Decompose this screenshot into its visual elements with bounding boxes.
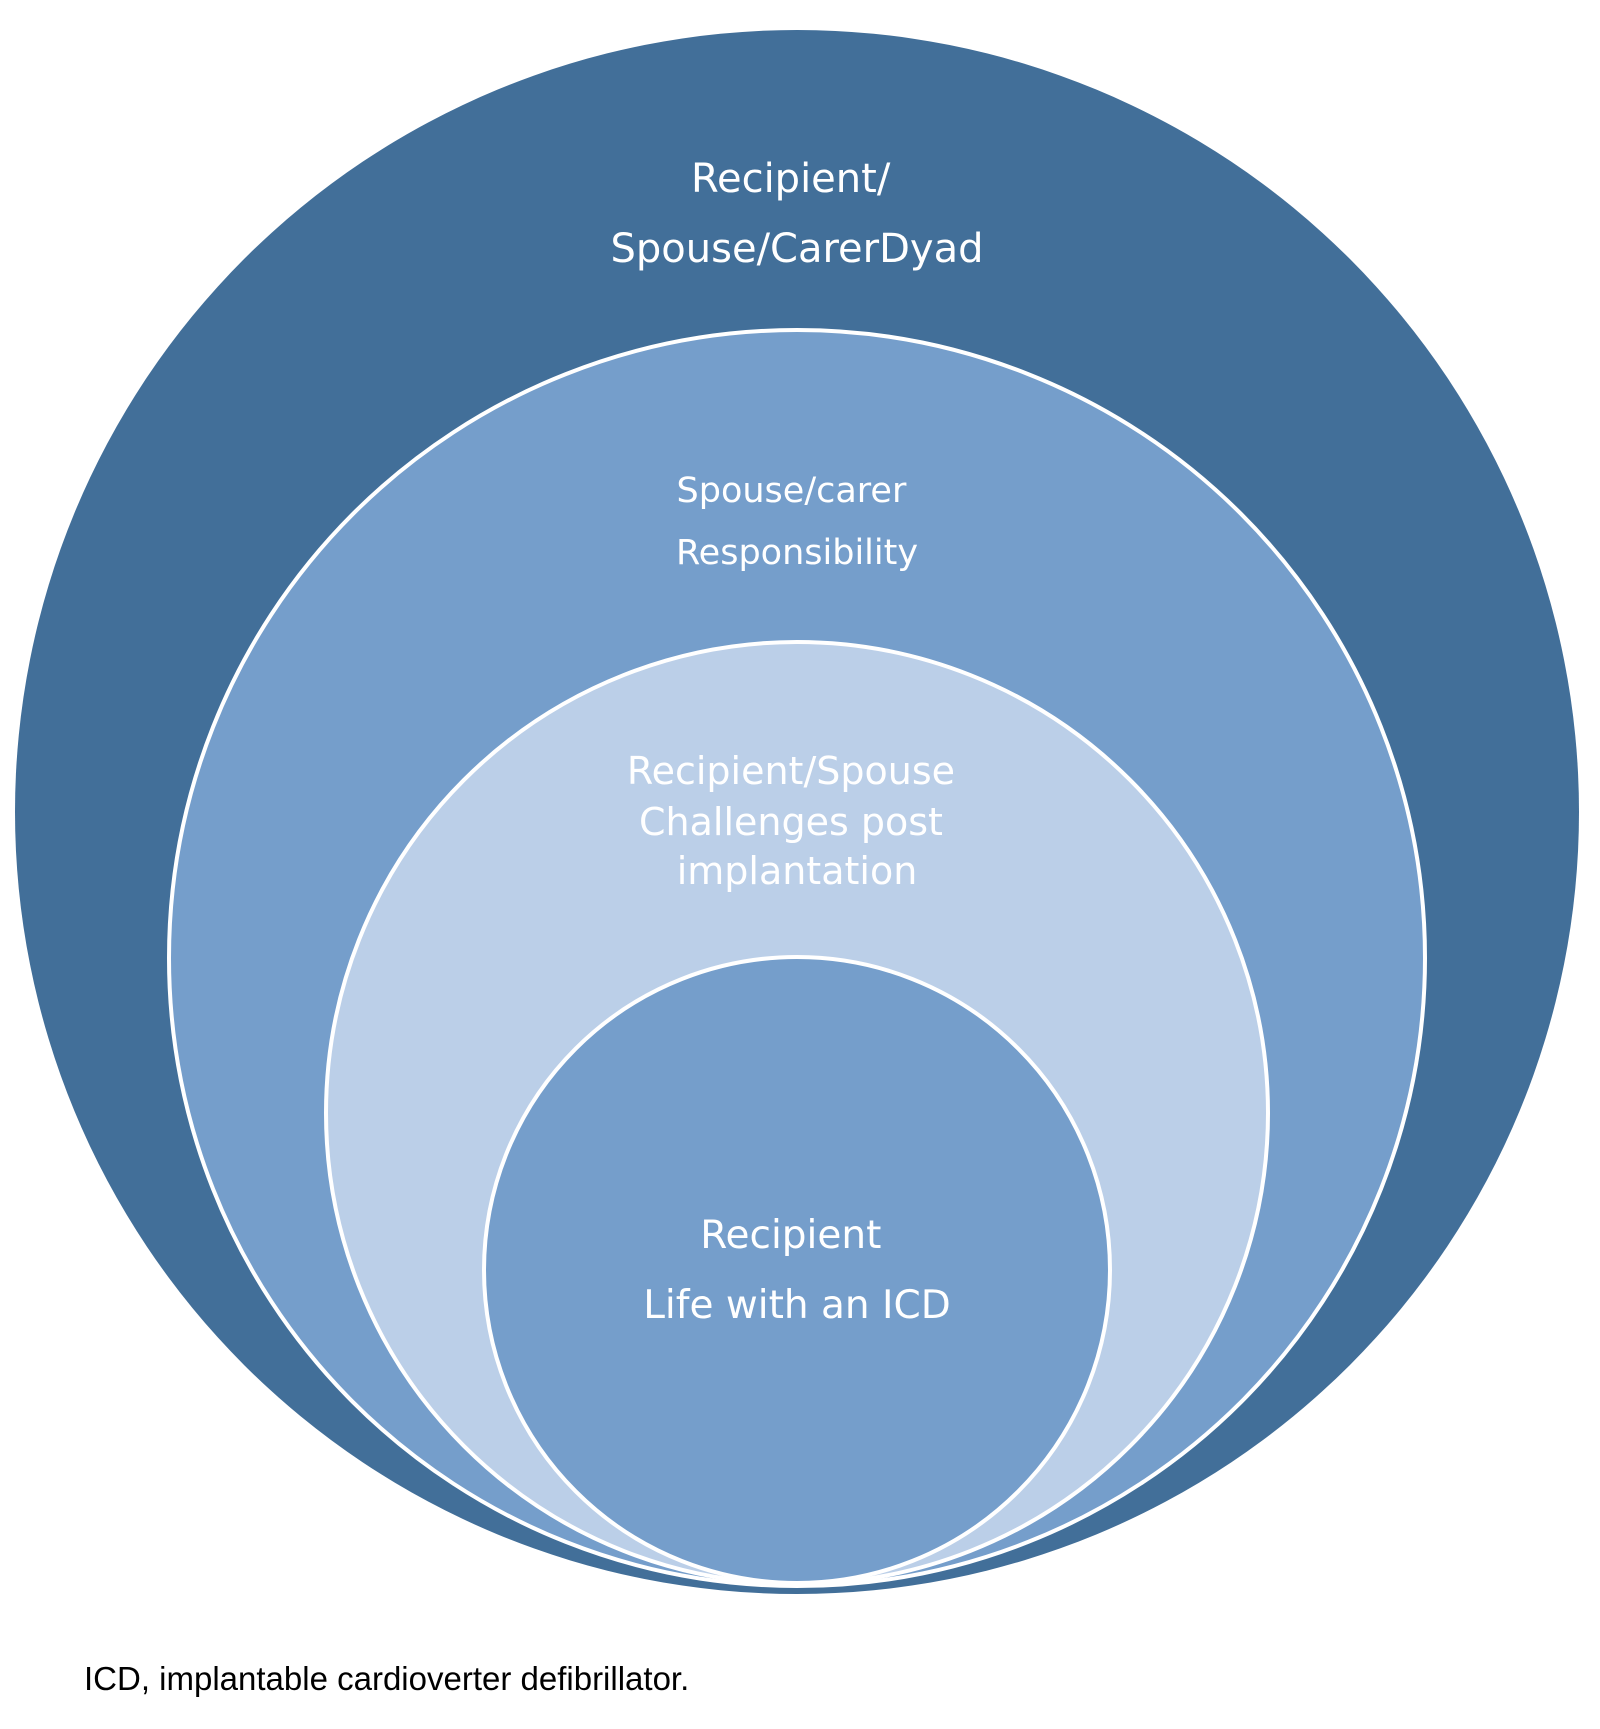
circle-third-label-line-1: Recipient/Spouse [627,749,955,793]
circle-outer-label-line-1: Recipient/ [691,156,891,202]
figure-caption: ICD, implantable cardioverter defibrilla… [84,1660,690,1697]
circle-third-label-line-3: implantation [677,849,918,893]
circle-outer-label-line-2: Spouse/CarerDyad [611,226,984,272]
circle-second-label: Spouse/carer Responsibility [676,471,918,573]
circle-inner-label-line-2: Life with an ICD [643,1283,951,1328]
circle-third-label: Recipient/Spouse Challenges post implant… [627,749,967,893]
circle-third-label-line-2: Challenges post [639,800,943,844]
circle-outer-label: Recipient/ Spouse/CarerDyad [611,156,984,272]
nested-circles-diagram: Recipient/ Spouse/CarerDyad Spouse/carer… [15,30,1579,1594]
circle-second-label-line-1: Spouse/carer [677,471,907,511]
circle-inner-label-line-1: Recipient [700,1213,881,1258]
circle-inner: Recipient Life with an ICD [482,955,1112,1585]
circle-second-label-line-2: Responsibility [676,533,918,573]
circle-inner-shape [482,955,1112,1585]
circle-inner-label: Recipient Life with an ICD [643,1213,951,1328]
